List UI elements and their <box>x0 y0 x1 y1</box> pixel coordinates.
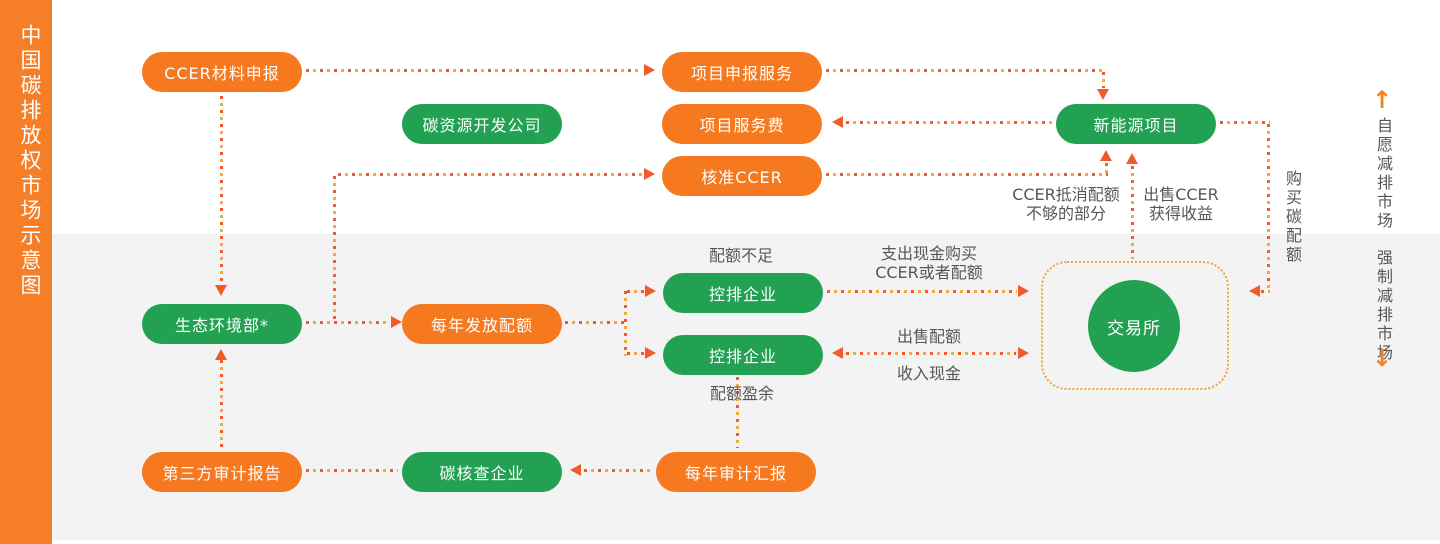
arrow-left-icon <box>1249 285 1260 297</box>
label-mandatory-market: 强制减排市场 <box>1374 249 1393 363</box>
connector-surplus-enterprise-to-annual-audit <box>736 377 739 448</box>
arrow-up-icon <box>215 349 227 360</box>
label-quota-shortage: 配额不足 <box>708 246 773 265</box>
arrow-left-icon <box>570 464 581 476</box>
arrow-right-icon <box>1018 347 1029 359</box>
label-sell-quota: 出售配额 <box>896 327 961 346</box>
label-sell-ccer-gain-revenue: 出售CCER 获得收益 <box>1143 185 1219 223</box>
node-exchange: 交易所 <box>1088 280 1180 372</box>
connector-quota-branch-top-stub <box>627 290 644 293</box>
connector-ministry-to-quota-issuance <box>306 321 390 324</box>
arrow-down-icon <box>1097 89 1109 100</box>
down-arrow-icon: ↓ <box>1371 344 1393 372</box>
label-ccer-offset-shortfall: CCER抵消配额 不够的部分 <box>1012 185 1120 223</box>
label-buy-carbon-quota: 购买碳配额 <box>1283 170 1302 265</box>
label-voluntary-market: 自愿减排市场 <box>1374 117 1393 231</box>
connector-declaration-service-to-new-energy-h <box>826 69 1104 72</box>
connector-shortage-enterprise-to-exchange <box>827 290 1017 293</box>
connector-new-energy-buy-quota-v <box>1267 124 1270 291</box>
connector-new-energy-buy-quota-h1 <box>1220 121 1270 124</box>
connector-ccer-material-to-ministry <box>220 96 223 282</box>
arrow-right-icon <box>645 285 656 297</box>
node-third-party-audit-report: 第三方审计报告 <box>142 452 302 492</box>
node-annual-audit-report: 每年审计汇报 <box>656 452 816 492</box>
arrow-down-icon <box>215 285 227 296</box>
connector-new-energy-buy-quota-h2 <box>1261 290 1270 293</box>
connector-approved-ccer-to-new-energy-v <box>1105 163 1108 175</box>
arrow-up-icon <box>1100 150 1112 161</box>
connector-third-party-to-ministry <box>220 360 223 448</box>
connector-ministry-to-approved-ccer <box>338 173 642 176</box>
connector-quota-branch-v <box>624 291 627 356</box>
connector-approved-ccer-to-new-energy-h <box>826 173 1108 176</box>
arrow-left-icon <box>832 116 843 128</box>
connector-quota-branch-bottom-stub <box>627 352 644 355</box>
label-quota-surplus: 配额盈余 <box>709 384 774 403</box>
connector-quota-issuance-out <box>565 321 624 324</box>
node-carbon-resource-dev-company: 碳资源开发公司 <box>402 104 562 144</box>
node-controlled-enterprise-shortage: 控排企业 <box>663 273 823 313</box>
arrow-right-icon <box>644 64 655 76</box>
connector-ccer-material-to-declaration-service <box>306 69 642 72</box>
exchange-dotted-boundary <box>1041 261 1229 390</box>
arrow-right-icon <box>1018 285 1029 297</box>
node-annual-quota-issuance: 每年发放配额 <box>402 304 562 344</box>
diagram-title: 中国碳排放权市场示意图 <box>18 24 42 299</box>
sidebar: 中国碳排放权市场示意图 <box>0 0 52 544</box>
node-approved-ccer: 核准CCER <box>662 156 822 196</box>
node-new-energy-project: 新能源项目 <box>1056 104 1216 144</box>
label-receive-cash: 收入现金 <box>896 364 961 383</box>
node-ccer-material-declaration: CCER材料申报 <box>142 52 302 92</box>
connector-declaration-service-to-new-energy-v <box>1102 72 1105 88</box>
node-project-service-fee: 项目服务费 <box>662 104 822 144</box>
up-arrow-icon: ↑ <box>1371 86 1393 114</box>
connector-annual-audit-to-verification <box>584 469 654 472</box>
connector-surplus-enterprise-exchange-bidirectional <box>846 352 1016 355</box>
arrow-right-icon <box>645 347 656 359</box>
connector-exchange-to-new-energy-sell-ccer <box>1131 166 1134 259</box>
node-carbon-verification-enterprise: 碳核查企业 <box>402 452 562 492</box>
arrow-right-icon <box>644 168 655 180</box>
node-ministry-ecology-environment: 生态环境部* <box>142 304 302 344</box>
connector-verification-to-third-party <box>306 469 398 472</box>
arrow-right-icon <box>391 316 402 328</box>
node-project-declaration-service: 项目申报服务 <box>662 52 822 92</box>
connector-new-energy-to-service-fee <box>846 121 1052 124</box>
connector-ministry-branch-up <box>333 176 336 323</box>
label-pay-cash-buy-ccer: 支出现金购买 CCER或者配额 <box>875 244 983 282</box>
arrow-up-icon <box>1126 153 1138 164</box>
arrow-left-icon <box>832 347 843 359</box>
node-controlled-enterprise-surplus: 控排企业 <box>663 335 823 375</box>
